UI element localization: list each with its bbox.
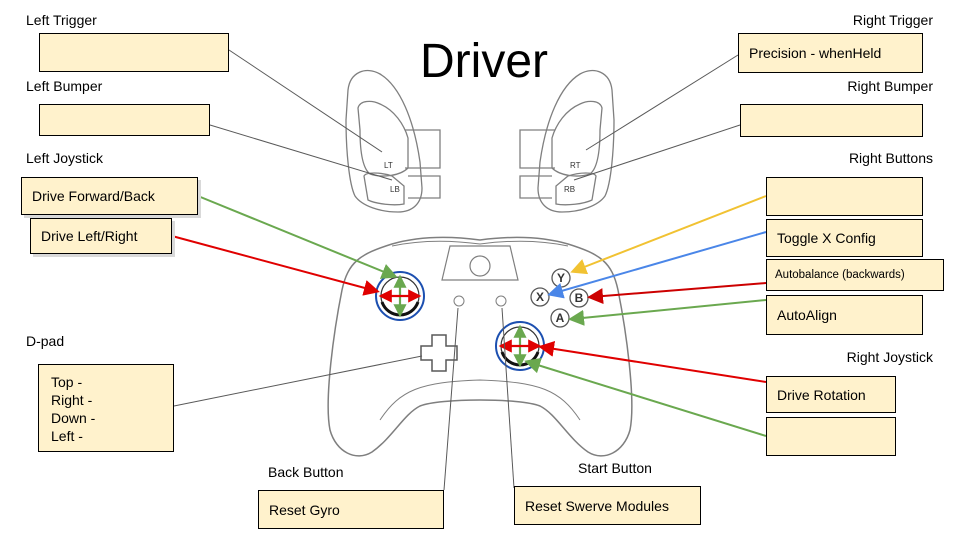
right-trigger-icon [519, 69, 615, 213]
y-button-text: Y [557, 271, 565, 285]
b-button-box: Autobalance (backwards) [766, 259, 944, 291]
back-button-box: Reset Gyro [258, 490, 444, 529]
start-button-label: Start Button [578, 460, 652, 476]
lt-text: LT [384, 161, 393, 170]
right-bumper-box [740, 104, 923, 137]
b-button-text: B [575, 291, 584, 305]
left-trigger-box [39, 33, 229, 72]
right-bumper-label: Right Bumper [847, 78, 933, 94]
left-joystick-left-right-box: Drive Left/Right [30, 218, 172, 254]
right-trigger-box: Precision - whenHeld [738, 33, 923, 73]
d-pad-icon[interactable] [420, 334, 458, 372]
x-button-text: X [536, 290, 544, 304]
page-title: Driver [420, 35, 548, 88]
y-button-box [766, 177, 923, 216]
left-bumper-label: Left Bumper [26, 78, 103, 94]
right-joystick-label: Right Joystick [846, 349, 933, 365]
lb-text: LB [390, 185, 400, 194]
right-joystick-rotation-box: Drive Rotation [766, 376, 896, 413]
back-button-label: Back Button [268, 464, 344, 480]
right-trigger-label: Right Trigger [852, 12, 933, 28]
d-pad-label: D-pad [26, 333, 65, 349]
x-button-box: Toggle X Config [766, 219, 923, 257]
left-joystick-forward-back-box: Drive Forward/Back [21, 177, 198, 215]
a-button-box: AutoAlign [766, 295, 923, 335]
a-button-text: A [556, 311, 565, 325]
rt-text: RT [570, 161, 581, 170]
left-trigger-label: Left Trigger [26, 12, 97, 28]
start-button-box: Reset Swerve Modules [514, 486, 701, 525]
d-pad-box: Top - Right - Down - Left - [38, 364, 174, 452]
right-buttons-label: Right Buttons [848, 150, 933, 166]
controller-body [327, 236, 633, 457]
left-bumper-box [39, 104, 210, 136]
left-joystick-label: Left Joystick [26, 150, 104, 166]
rb-text: RB [564, 185, 575, 194]
right-joystick-y-box [766, 417, 896, 456]
